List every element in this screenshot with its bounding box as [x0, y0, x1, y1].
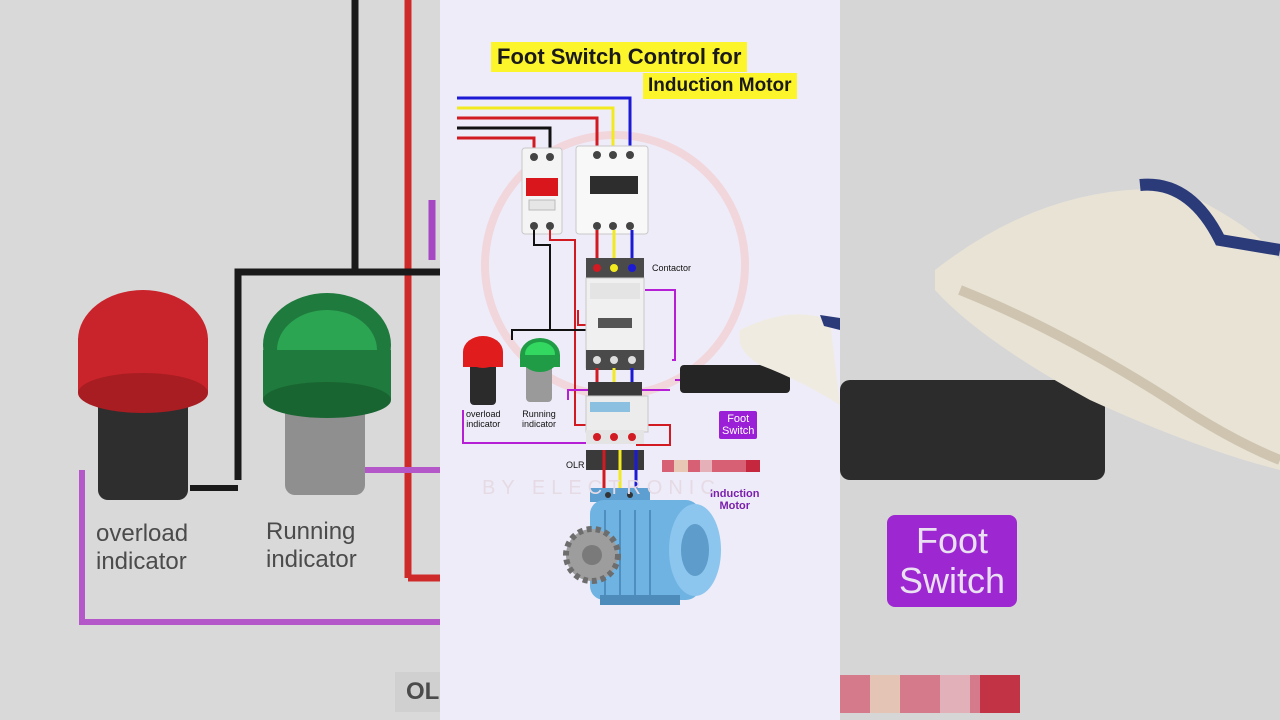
background-right-art	[840, 178, 1280, 713]
mcb-3-pole	[575, 145, 649, 235]
foot-switch-pedal	[680, 314, 840, 405]
supply-wire-black	[457, 126, 552, 150]
title-line-2: Induction Motor	[643, 73, 797, 99]
background-left: overload indicator Running indicator OL	[0, 0, 440, 720]
olr-label: OLR	[566, 460, 585, 470]
bg-green-lamp	[263, 293, 391, 495]
induction-motor-label: Induction Motor	[710, 488, 760, 512]
contactor-label: Contactor	[652, 263, 692, 273]
watermark-text: BY ELECTRONIC	[482, 477, 721, 499]
overload-relay	[585, 382, 649, 470]
background-left-wiring	[78, 0, 440, 712]
supply-wire-red-2	[457, 136, 536, 150]
bg-running-label: Running indicator	[266, 518, 357, 573]
foot-switch-tag: Foot Switch	[719, 411, 758, 439]
bg-overload-label: overload indicator	[96, 520, 189, 575]
bg-foot-switch-tag: Foot Switch	[887, 515, 1018, 607]
supply-wire-blue	[457, 96, 632, 150]
color-strip	[662, 460, 760, 472]
running-indicator-label: Running indicator	[522, 409, 557, 429]
background-right: Foot Switch	[840, 0, 1280, 720]
induction-motor	[563, 488, 721, 605]
overload-indicator-label: overload indicator	[466, 409, 501, 429]
mcb-2-pole	[521, 147, 563, 235]
overload-indicator-lamp	[463, 336, 503, 405]
title-line-1: Foot Switch Control for	[491, 42, 748, 72]
diagram-panel: Foot Switch Control for Induction Motor …	[440, 0, 840, 720]
supply-wire-red	[457, 116, 599, 150]
supply-wire-yellow	[457, 106, 615, 150]
contactor	[585, 258, 645, 370]
wiring-diagram	[457, 96, 840, 605]
bg-olr-label: OL	[406, 678, 440, 705]
bg-red-lamp	[78, 290, 208, 500]
running-indicator-lamp	[520, 338, 560, 402]
